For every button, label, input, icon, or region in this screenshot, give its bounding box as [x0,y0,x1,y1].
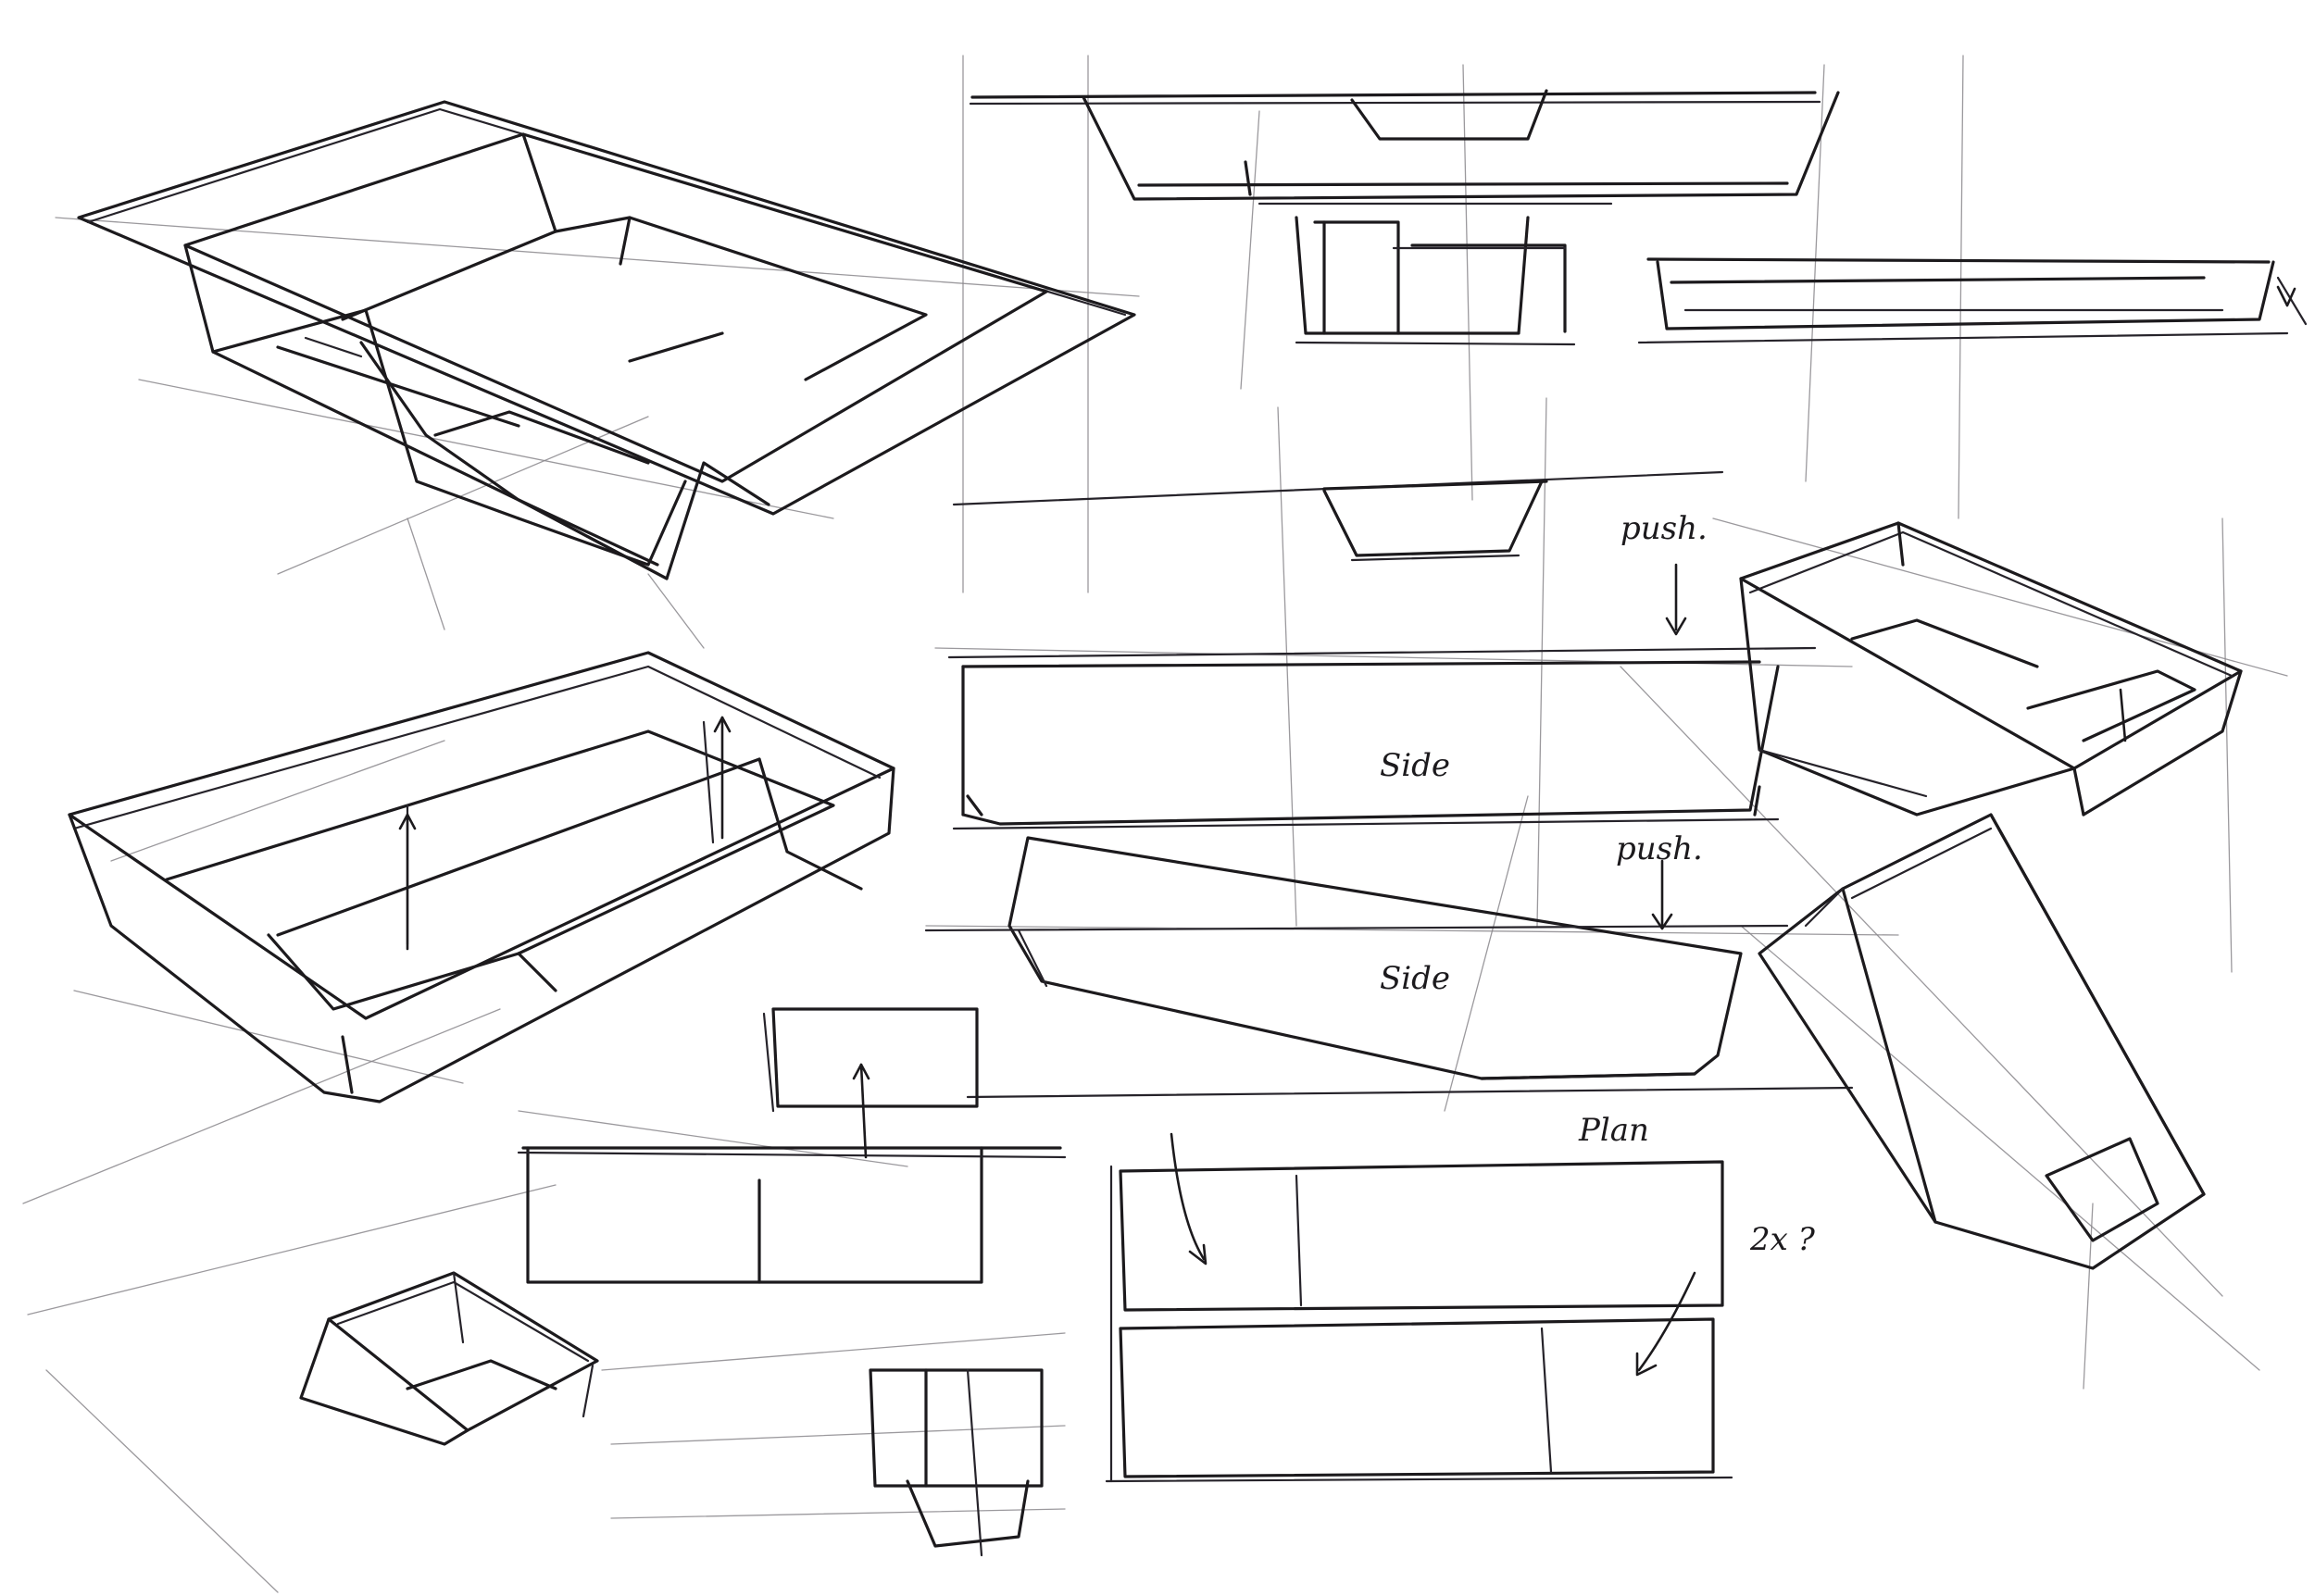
sink-perspective-mid [68,651,895,1103]
note-plan: Plan [1578,1112,1649,1149]
plan-view-large [1105,1160,1733,1483]
note-push-upper: push. [1620,510,1708,547]
basin-perspective-right [1739,521,2243,817]
plan-small-b [517,1146,1067,1284]
square-basin-perspective [299,1271,599,1446]
basin-elevation-small [952,470,1724,562]
plan-small-a [762,1007,979,1113]
sink-elevation-top [969,89,1840,346]
note-side-lower: Side [1380,960,1450,997]
basin-perspective-rotated [1758,813,2206,1270]
annotation-arrows [398,563,2127,1377]
note-side-upper: Side [1380,747,1450,784]
side-view-lower [924,836,1854,1099]
note-two-x: 2x ? [1749,1221,1816,1258]
note-push-lower: push. [1616,830,1703,867]
side-view-upper [947,646,1817,830]
construction-lines [22,55,2288,1593]
basin-elevation-bottom [869,1368,1044,1557]
sink-profile-right [1637,257,2308,344]
handwritten-notes: Side Side push. push. Plan 2x ? [1380,510,1816,1258]
sink-perspective-large [77,100,1136,580]
